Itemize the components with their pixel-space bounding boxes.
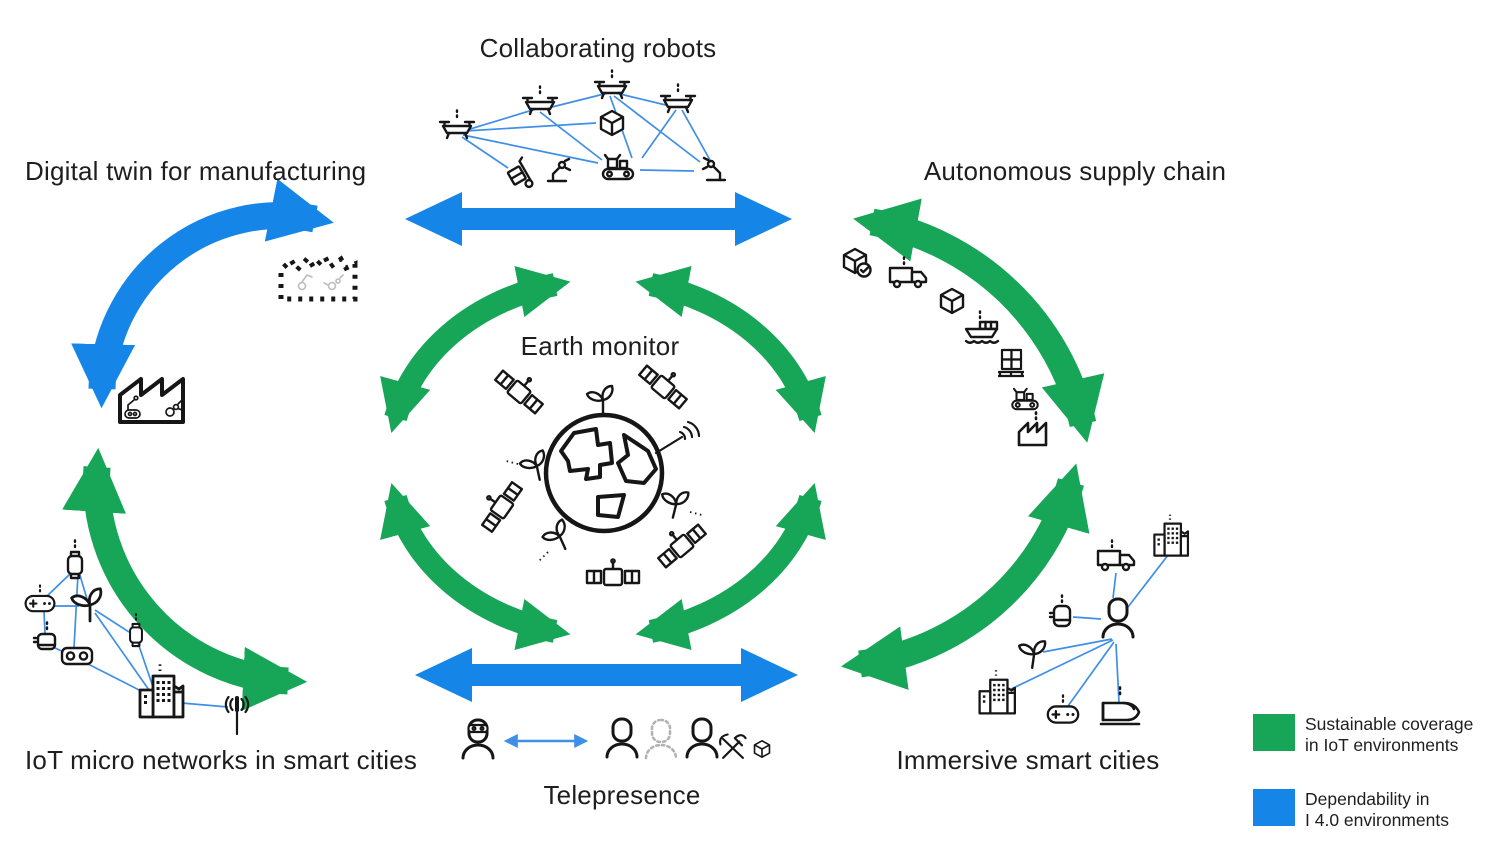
sprout-icon	[538, 518, 576, 557]
sprout-icon	[1015, 636, 1047, 671]
digital-twin-dotted-factory-icon	[281, 257, 355, 299]
vr-goggles-icon	[60, 646, 94, 666]
drone-icon	[521, 82, 559, 116]
package-box-icon	[753, 740, 771, 758]
legend-swatch-green	[1253, 714, 1295, 751]
hand-truck-icon	[503, 156, 538, 195]
dependability-link-digital-twin	[71, 178, 334, 409]
label-digital-twin: Digital twin for manufacturing	[25, 156, 367, 186]
package-check-icon	[842, 247, 872, 278]
sprout-dotted-tails	[505, 460, 703, 562]
legend-label-sustainable: Sustainable coverage in IoT environments	[1305, 714, 1473, 756]
smartwatch-icon	[66, 537, 84, 580]
city-building-icon	[978, 667, 1017, 715]
truck-icon	[888, 254, 928, 289]
label-telepresence: Telepresence	[543, 780, 701, 810]
person-vr-icon	[461, 718, 495, 760]
delivery-truck-icon	[1096, 537, 1136, 572]
telepresence-cluster	[461, 717, 771, 760]
satellite-icon	[649, 514, 709, 571]
robot-arm-icon	[546, 157, 572, 183]
city-building-icon	[1153, 511, 1190, 557]
label-iot-micro-networks: IoT micro networks in smart cities	[25, 745, 418, 775]
satellite-icon	[636, 355, 696, 412]
cargo-ship-icon	[964, 309, 1000, 344]
pallet-icon	[996, 348, 1026, 378]
dependability-link-bottom	[415, 648, 798, 702]
robot-arm-icon	[701, 156, 727, 182]
person-ghost-icon	[644, 718, 678, 760]
sustainable-link-immersive-cities	[840, 463, 1090, 690]
sprout-icon	[656, 485, 690, 522]
work-tools-icon	[719, 733, 747, 759]
autonomous-supply-chain-cluster	[842, 247, 1048, 447]
conveyor-robot-icon	[1011, 387, 1039, 411]
game-controller-icon	[24, 583, 56, 613]
person-icon	[1101, 597, 1135, 639]
legend-text-line: Sustainable coverage	[1305, 714, 1474, 734]
radio-antenna-icon	[223, 695, 251, 736]
legend-label-dependability: Dependability in I 4.0 environments	[1305, 789, 1449, 831]
dependability-link-top	[405, 192, 792, 246]
earth-monitor-cluster	[471, 355, 709, 587]
drone-icon	[659, 80, 697, 114]
globe-icon	[546, 415, 662, 531]
legend-text-line: Dependability in	[1305, 789, 1430, 809]
label-autonomous-supply-chain: Autonomous supply chain	[923, 156, 1227, 186]
iot-micro-networks-cluster	[24, 537, 251, 736]
legend-text-line: in IoT environments	[1305, 735, 1459, 755]
drone-icon	[438, 106, 476, 140]
wearable-device-icon	[1048, 592, 1072, 628]
person-icon	[605, 717, 639, 759]
label-earth-monitor: Earth monitor	[520, 331, 680, 361]
satellite-icon	[492, 360, 552, 417]
conveyor-robot-icon	[601, 153, 635, 181]
legend-swatch-blue	[1253, 789, 1295, 826]
factory-icon	[1017, 410, 1048, 447]
satellite-icon	[585, 558, 641, 587]
legend-item-dependability: Dependability in I 4.0 environments	[1253, 789, 1493, 831]
factory-icon	[118, 377, 185, 424]
signal-beam-icon	[654, 420, 701, 455]
package-box-icon	[939, 287, 965, 315]
drone-icon	[593, 66, 631, 100]
satellite-icon	[471, 474, 525, 535]
person-icon	[685, 717, 719, 759]
legend: Sustainable coverage in IoT environments…	[1253, 714, 1493, 844]
label-immersive-smart-cities: Immersive smart cities	[896, 745, 1160, 775]
sprout-icon	[585, 384, 614, 416]
sustainable-link-supply-chain	[853, 198, 1105, 443]
legend-text-line: I 4.0 environments	[1305, 810, 1449, 830]
sustainable-coverage-ring	[380, 265, 826, 651]
legend-item-sustainable: Sustainable coverage in IoT environments	[1253, 714, 1493, 756]
train-icon	[1099, 684, 1141, 726]
package-box-icon	[599, 109, 625, 137]
sustainable-link-iot-networks	[62, 447, 308, 711]
label-collaborating-robots: Collaborating robots	[479, 33, 717, 63]
